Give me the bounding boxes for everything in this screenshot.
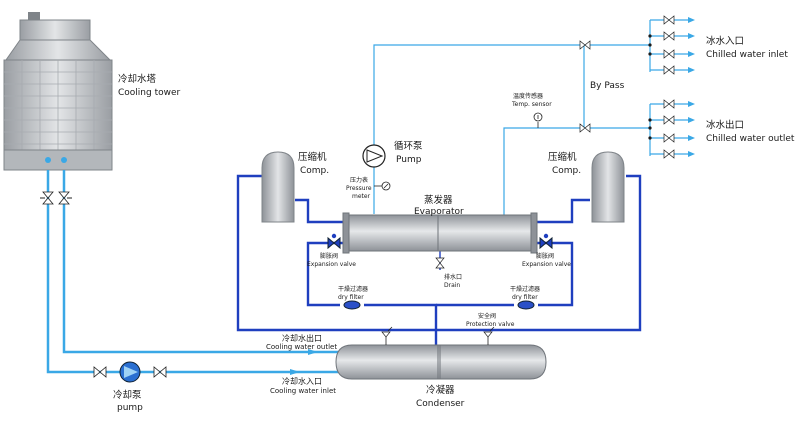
condenser bbox=[335, 344, 547, 380]
compressor-right-label-cn: 压缩机 bbox=[548, 151, 577, 163]
chilled-valves[interactable] bbox=[579, 15, 675, 159]
dry-filter-right bbox=[517, 300, 535, 310]
temp-sensor-label-cn: 温度传感器 bbox=[513, 92, 543, 100]
temp-sensor-icon bbox=[533, 112, 543, 128]
cooling-pump[interactable] bbox=[119, 361, 141, 383]
protection-valve-left-icon bbox=[381, 326, 393, 345]
protection-valve-label-cn: 安全阀 bbox=[478, 312, 496, 320]
chilled-junction-dots bbox=[648, 34, 652, 140]
expansion-valve-left-label-cn: 膨胀阀 bbox=[320, 252, 338, 260]
tower-valve-right[interactable] bbox=[58, 191, 72, 205]
circulation-pump-label-cn: 循环泵 bbox=[394, 140, 423, 152]
chilled-inlet-label-en: Chilled water inlet bbox=[706, 50, 788, 60]
cw-outlet-label-en: Cooling water outlet bbox=[266, 343, 337, 351]
cw-outlet-label-cn: 冷却水出口 bbox=[282, 333, 322, 343]
pressure-meter-label-cn: 压力表 bbox=[350, 176, 368, 184]
cooling-tower-label-en: Cooling tower bbox=[118, 88, 181, 98]
chilled-outlet-label-en: Chilled water outlet bbox=[706, 134, 795, 144]
cw-outlet-arrow-icon bbox=[308, 349, 318, 355]
dry-filter-right-label-en: dry filter bbox=[512, 294, 538, 301]
pressure-meter-label-en2: meter bbox=[352, 193, 371, 200]
compressor-left bbox=[261, 151, 295, 223]
protection-valve-right-icon bbox=[483, 326, 495, 345]
cw-inlet-label-en: Cooling water inlet bbox=[270, 387, 336, 395]
dry-filter-right-label-cn: 干燥过滤器 bbox=[510, 285, 540, 293]
cooling-tower-label-cn: 冷却水塔 bbox=[118, 73, 157, 85]
bypass-label: By Pass bbox=[590, 81, 625, 91]
chilled-inlet-label-cn: 冰水入口 bbox=[706, 35, 744, 47]
circulation-pump-label-en: Pump bbox=[396, 155, 422, 165]
condenser-label-cn: 冷凝器 bbox=[426, 384, 455, 396]
expansion-valve-left[interactable] bbox=[327, 233, 341, 250]
chilled-outlet-label-cn: 冰水出口 bbox=[706, 119, 744, 131]
circulation-pump[interactable] bbox=[362, 144, 386, 168]
cooling-pump-valve-right[interactable] bbox=[153, 366, 167, 378]
refrigerant-piping bbox=[236, 174, 642, 346]
cooling-pump-label-en: pump bbox=[117, 403, 143, 413]
compressor-right bbox=[591, 151, 625, 223]
cw-inlet-arrow-icon bbox=[290, 369, 300, 375]
cooling-pump-label-cn: 冷却泵 bbox=[113, 389, 142, 401]
dry-filter-left bbox=[343, 300, 361, 310]
dry-filter-left-label-en: dry filter bbox=[338, 294, 364, 301]
cooling-tower bbox=[3, 12, 113, 171]
cooling-pump-valve-left[interactable] bbox=[93, 366, 107, 378]
expansion-valve-left-label-en: Expansion valve bbox=[307, 261, 356, 268]
pressure-meter-icon bbox=[374, 181, 391, 191]
drain-label-en: Drain bbox=[444, 282, 460, 289]
compressor-right-label-en: Comp. bbox=[552, 166, 581, 176]
protection-valve-label-en: Protection valve bbox=[466, 321, 515, 328]
expansion-valve-right-label-cn: 膨胀阀 bbox=[536, 252, 554, 260]
cw-inlet-label-cn: 冷却水入口 bbox=[282, 376, 322, 386]
expansion-valve-right-label-en: Expansion valve bbox=[522, 261, 571, 268]
chilled-arrow-icons bbox=[688, 17, 695, 157]
cooling-water-piping bbox=[46, 170, 340, 374]
expansion-valve-right[interactable] bbox=[539, 233, 553, 250]
compressor-left-label-cn: 压缩机 bbox=[298, 151, 327, 163]
dry-filter-left-label-cn: 干燥过滤器 bbox=[338, 285, 368, 293]
evaporator bbox=[342, 212, 538, 254]
tower-valve-left[interactable] bbox=[40, 191, 54, 205]
temp-sensor-label-en: Temp. sensor bbox=[511, 101, 552, 108]
pressure-meter-label-en1: Pressure bbox=[346, 185, 372, 192]
drain-valve[interactable] bbox=[435, 257, 445, 269]
compressor-left-label-en: Comp. bbox=[300, 166, 329, 176]
drain-label-cn: 排水口 bbox=[444, 273, 462, 281]
condenser-label-en: Condenser bbox=[416, 399, 465, 409]
evaporator-label-en: Evaporator bbox=[414, 207, 464, 217]
evaporator-label-cn: 蒸发器 bbox=[424, 194, 453, 206]
